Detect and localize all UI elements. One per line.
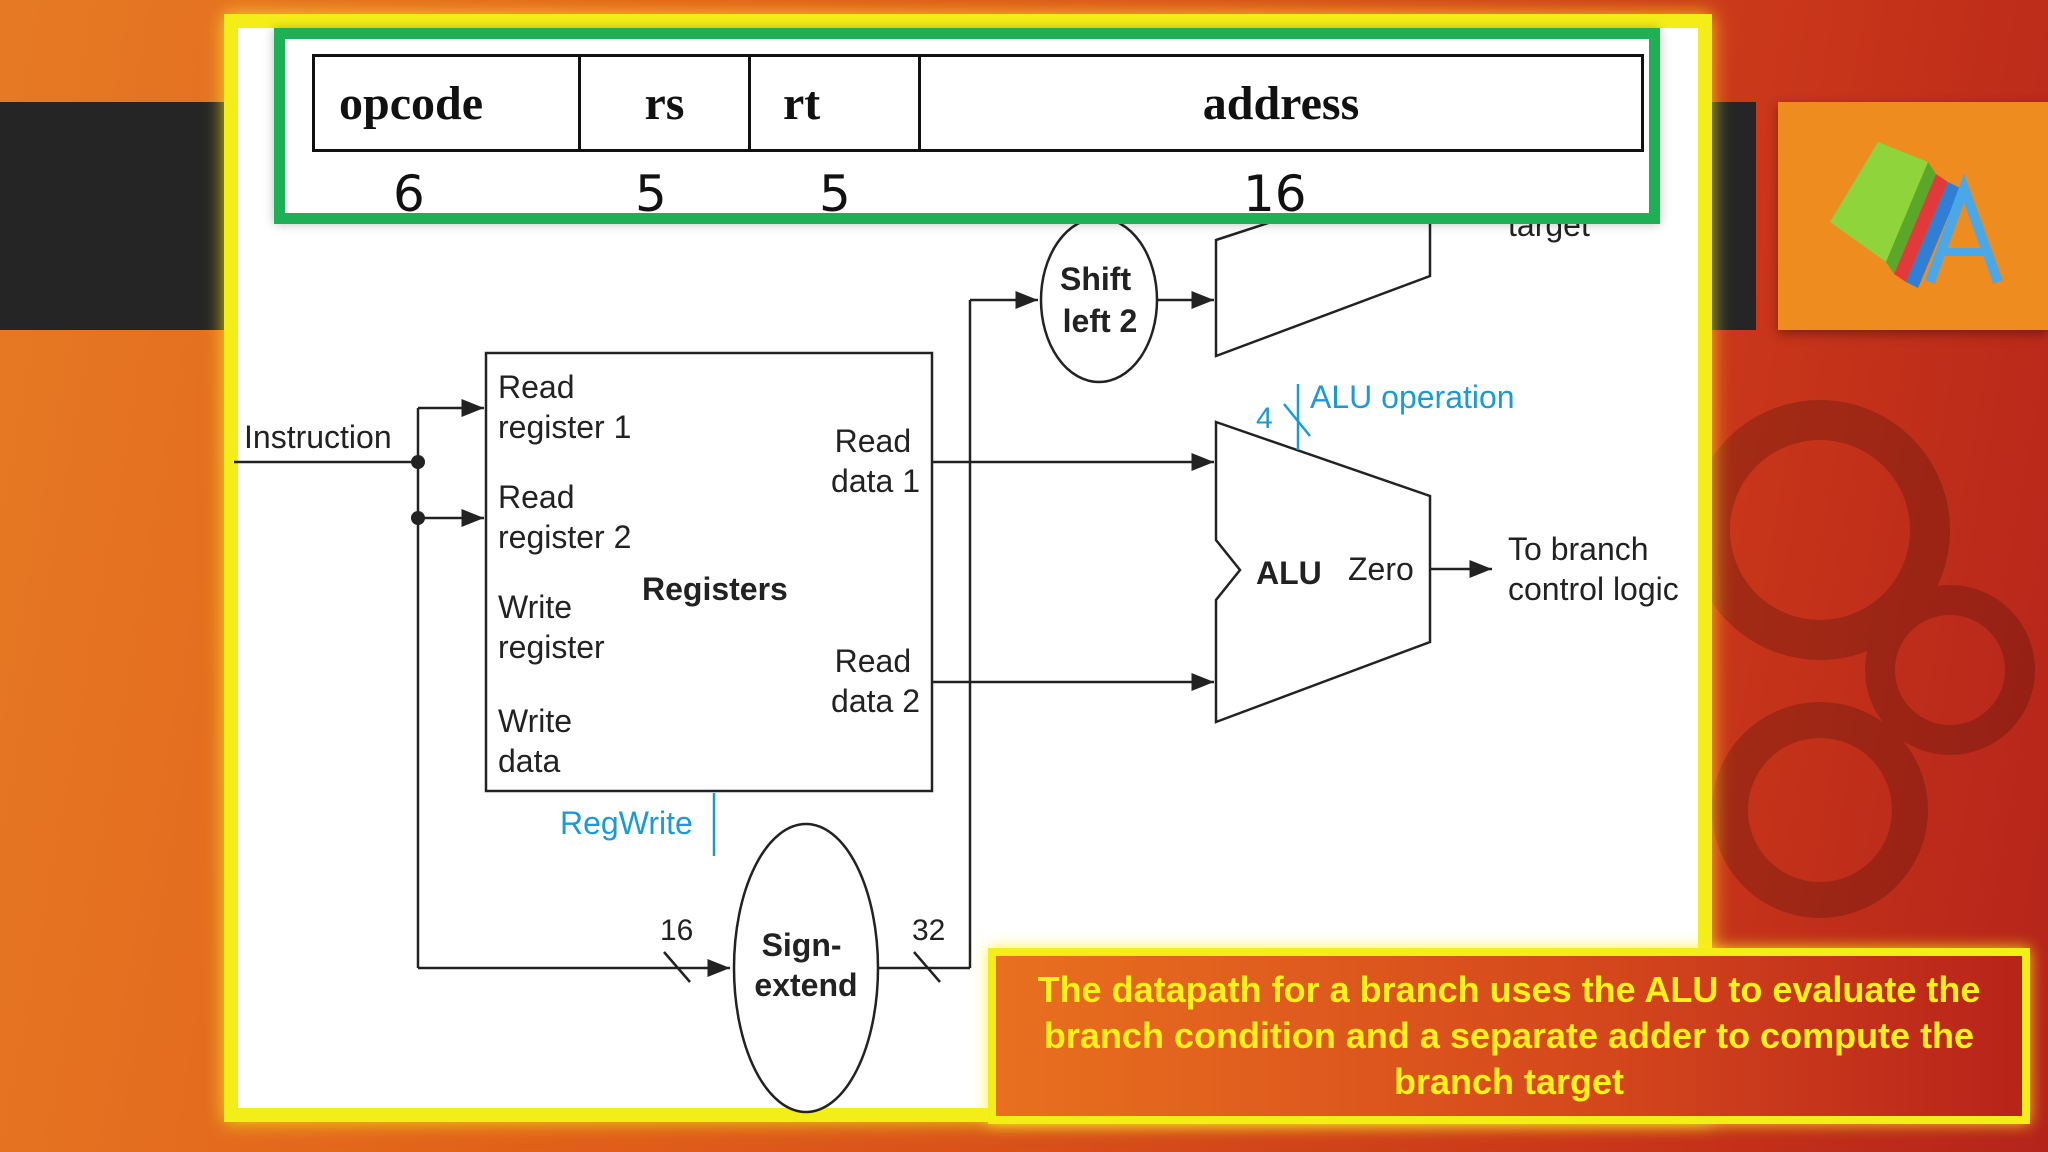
junction-dot: [411, 455, 425, 469]
write-register-label: Write register: [498, 589, 605, 665]
junction-dot: [411, 511, 425, 525]
background-dark-band-left: [0, 102, 230, 330]
field-rt: rt: [751, 57, 921, 149]
field-rs: rs: [581, 57, 751, 149]
read-data-1-label: Read data 1: [831, 423, 920, 499]
alu-unit: [1214, 420, 1432, 724]
read-data-2-label: Read data 2: [831, 643, 920, 719]
shift-left-2-unit: [1039, 216, 1159, 384]
registers-title: Registers: [642, 571, 788, 607]
width-opcode: 6: [393, 165, 425, 223]
book-logo-icon: [1830, 142, 2003, 288]
field-opcode: opcode: [315, 57, 581, 149]
bits-out-label: 32: [912, 914, 945, 947]
field-address: address: [1202, 76, 1360, 130]
alu-op-width-label: 4: [1256, 402, 1273, 435]
instruction-format-box: opcode rs rt address 6 5 5 16: [274, 28, 1660, 224]
logo: [1778, 102, 2048, 330]
alu-label: ALU: [1256, 555, 1322, 591]
instruction-label: Instruction: [244, 419, 392, 455]
caption-text: The datapath for a branch uses the ALU t…: [1037, 969, 1981, 1102]
shift-left-2-label: Shift left 2: [1060, 261, 1140, 339]
width-rs: 5: [635, 165, 667, 223]
caption-box: The datapath for a branch uses the ALU t…: [988, 948, 2030, 1124]
zero-label: Zero: [1348, 551, 1414, 587]
instruction-format-table: opcode rs rt address: [312, 54, 1644, 152]
sign-extend-label: Sign- extend: [754, 927, 857, 1003]
width-address: 16: [1243, 165, 1307, 223]
write-data-label: Write data: [498, 703, 581, 779]
regwrite-label: RegWrite: [560, 805, 693, 841]
bits-in-label: 16: [660, 914, 693, 947]
registers-block: [484, 351, 934, 793]
width-rt: 5: [819, 165, 851, 223]
read-register-2-label: Read register 2: [498, 479, 631, 555]
alu-operation-label: ALU operation: [1310, 379, 1515, 415]
read-register-1-label: Read register 1: [498, 369, 631, 445]
to-branch-control-label: To branch control logic: [1508, 531, 1679, 607]
